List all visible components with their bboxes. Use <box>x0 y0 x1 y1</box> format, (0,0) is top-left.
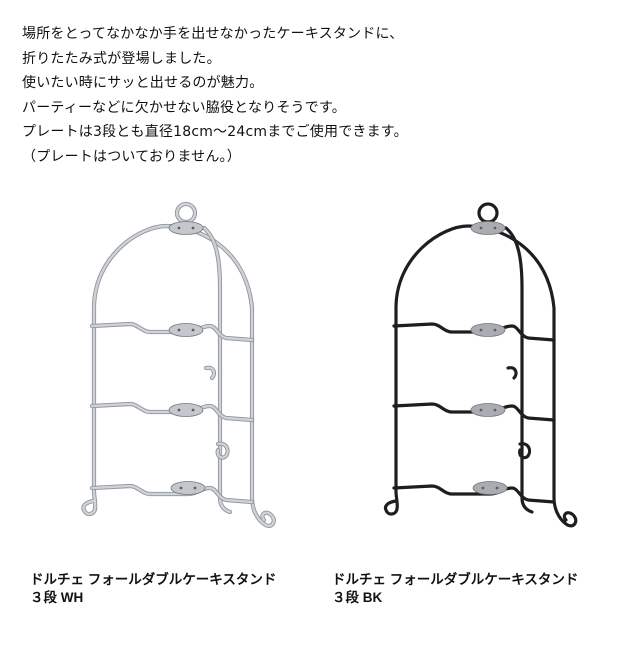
top-ring <box>477 202 499 224</box>
product-caption: ドルチェ フォールダブルケーキスタンド ３段 BK <box>332 571 578 607</box>
hinge-tier-3-bolt <box>193 486 197 490</box>
frame-rear-support <box>504 226 534 514</box>
hinge-tier-3-bolt <box>179 486 183 490</box>
hinge-tier-2-bolt <box>479 408 483 412</box>
support-hook <box>204 366 216 380</box>
product-black: ドルチェ フォールダブルケーキスタンド ３段 BK <box>322 198 612 628</box>
description-line: パーティーなどに欠かせない脇役となりそうです。 <box>22 99 346 116</box>
hinge-top-bolt <box>177 226 181 230</box>
product-white: ドルチェ フォールダブルケーキスタンド ３段 WH <box>20 198 310 628</box>
hinge-tier-3 <box>170 481 206 495</box>
product-caption: ドルチェ フォールダブルケーキスタンド ３段 WH <box>30 571 276 607</box>
frame-arch <box>383 224 578 528</box>
hinge-tier-1-bolt <box>191 328 195 332</box>
frame-rear-support-edge <box>201 225 233 515</box>
hinge-tier-1-bolt <box>493 328 497 332</box>
hinge-top-bolt <box>479 226 483 230</box>
description-line: プレートは3段とも直径18cm〜24cmまでご使用できます。 <box>22 124 408 140</box>
hinge-tier-2-bolt <box>177 408 181 412</box>
hinge-top <box>168 221 204 235</box>
description-line: 折りたたみ式が登場しました。 <box>22 50 221 67</box>
description-line: 使いたい時にサッと出せるのが魅力。 <box>22 75 264 91</box>
product-description: 場所をとってなかなか手を出せなかったケーキスタンドに、 折りたたみ式が登場しまし… <box>22 22 622 169</box>
hinge-tier-1-bolt <box>479 328 483 332</box>
frame-arch-edge <box>81 223 276 528</box>
hinge-tier-3-bolt <box>495 486 499 490</box>
hinge-tier-1-bolt <box>177 328 181 332</box>
hinge-tier-3-bolt <box>481 486 485 490</box>
frame-arch <box>82 224 275 528</box>
hinge-tier-3 <box>472 481 508 495</box>
cake-stand-white-image <box>81 201 276 528</box>
hinge-top-bolt <box>493 226 497 230</box>
product-variant: ３段 WH <box>30 590 84 605</box>
product-name: ドルチェ フォールダブルケーキスタンド <box>332 572 579 587</box>
hinge-top-bolt <box>191 226 195 230</box>
hinge-tier-2-bolt <box>191 408 195 412</box>
top-ring <box>175 202 197 224</box>
hinge-tier-1 <box>470 323 506 337</box>
frame-rear-support <box>202 226 232 514</box>
hinge-tier-2 <box>168 403 204 417</box>
product-name: ドルチェ フォールダブルケーキスタンド <box>30 572 277 587</box>
hinge-top <box>470 221 506 235</box>
product-variant: ３段 BK <box>332 590 383 605</box>
description-line: 場所をとってなかなか手を出せなかったケーキスタンドに、 <box>22 26 404 42</box>
support-curl <box>518 442 532 460</box>
hinge-tier-1 <box>168 323 204 337</box>
cake-stand-black-image <box>383 202 578 528</box>
support-hook <box>506 366 518 380</box>
support-curl <box>216 442 229 459</box>
hinge-tier-2 <box>470 403 506 417</box>
hinge-tier-2-bolt <box>493 408 497 412</box>
description-line: （プレートはついておりません。） <box>22 148 241 165</box>
